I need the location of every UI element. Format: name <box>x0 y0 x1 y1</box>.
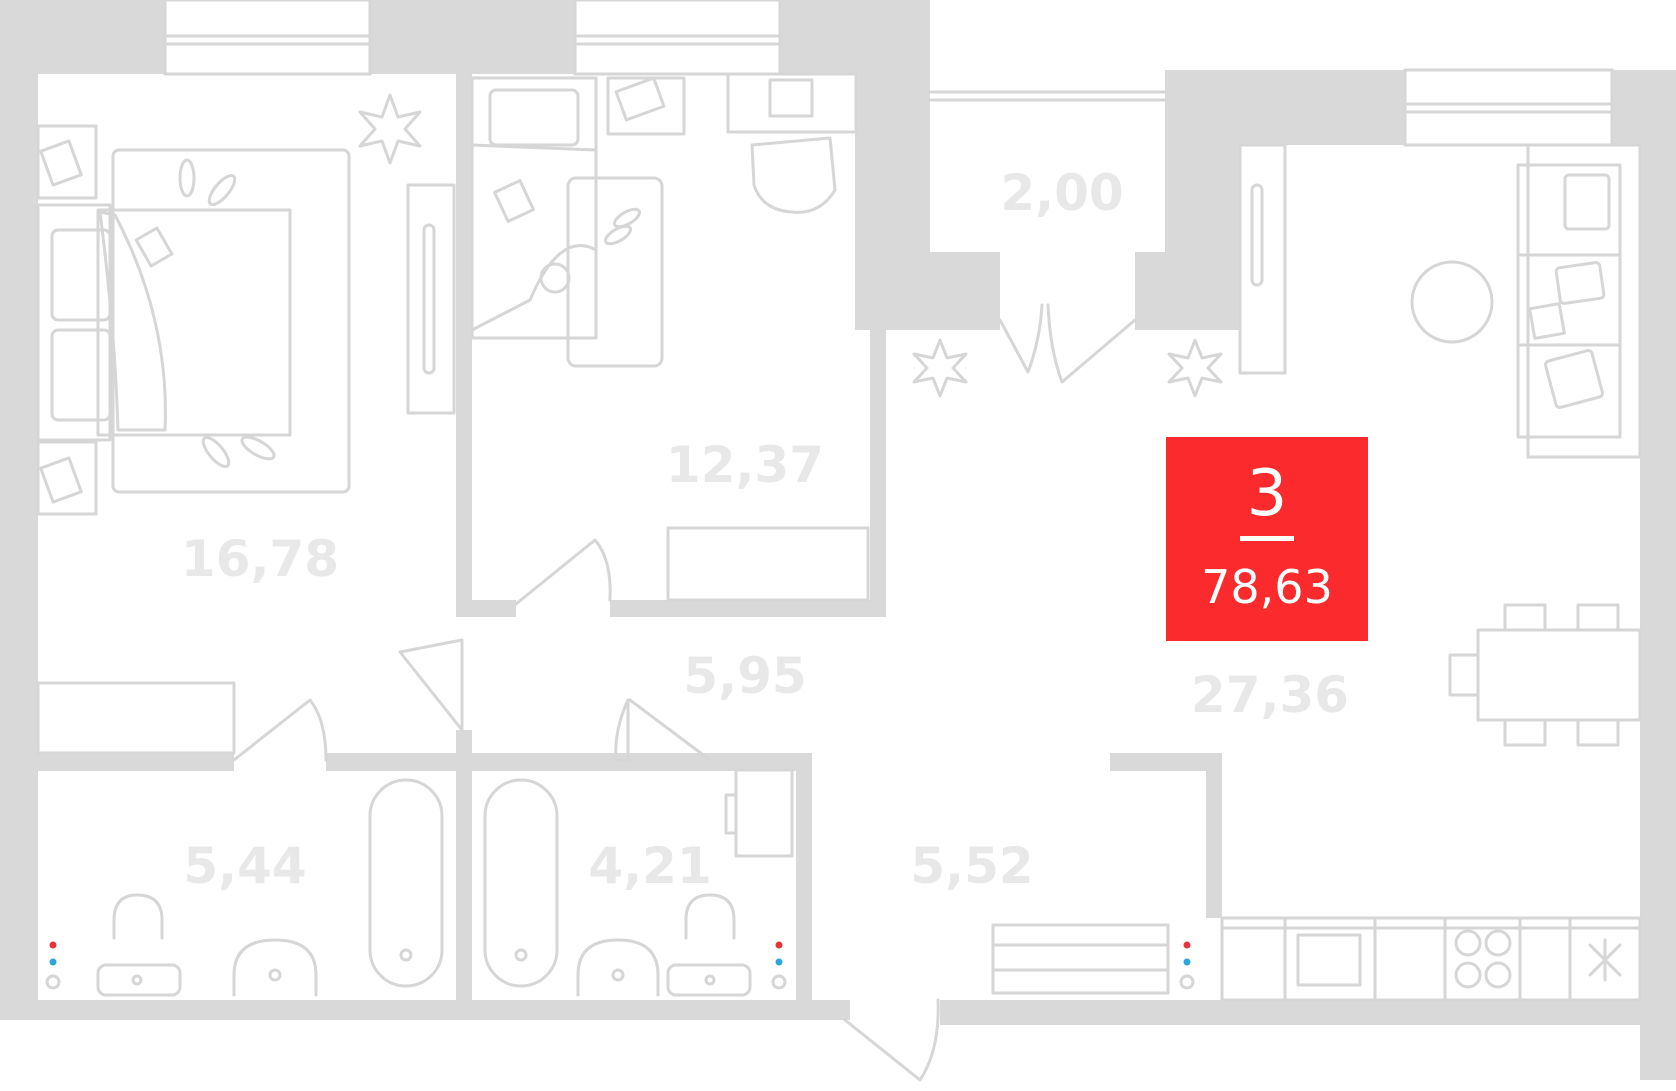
bedroom-furniture <box>36 93 456 755</box>
badge-underline <box>1240 536 1294 541</box>
area-label-hall: 5,52 <box>910 837 1033 895</box>
area-label-bathroom-left: 5,44 <box>183 837 306 895</box>
hall-furniture <box>912 338 1223 995</box>
area-label-corridor: 5,95 <box>683 647 806 705</box>
area-label-bathroom-right: 4,21 <box>588 837 711 895</box>
apartment-badge: 3 78,63 <box>1166 437 1368 641</box>
room-count: 3 <box>1246 457 1288 531</box>
living-kitchen-furniture <box>1220 143 1642 1002</box>
water-points <box>45 941 1195 990</box>
bathroom-fixtures <box>96 768 794 997</box>
doors <box>232 538 940 1082</box>
area-label-kids-room: 12,37 <box>666 436 824 494</box>
total-area: 78,63 <box>1201 560 1333 614</box>
area-label-balcony: 2,00 <box>1000 164 1123 222</box>
area-label-bedroom: 16,78 <box>181 530 339 588</box>
windows <box>163 0 1614 147</box>
area-label-living-kitchen: 27,36 <box>1191 666 1349 724</box>
kids-room-furniture <box>470 72 870 602</box>
area-labels: 16,78 12,37 2,00 27,36 5,95 5,44 4,21 5,… <box>181 164 1349 895</box>
balcony-door <box>998 303 1137 384</box>
